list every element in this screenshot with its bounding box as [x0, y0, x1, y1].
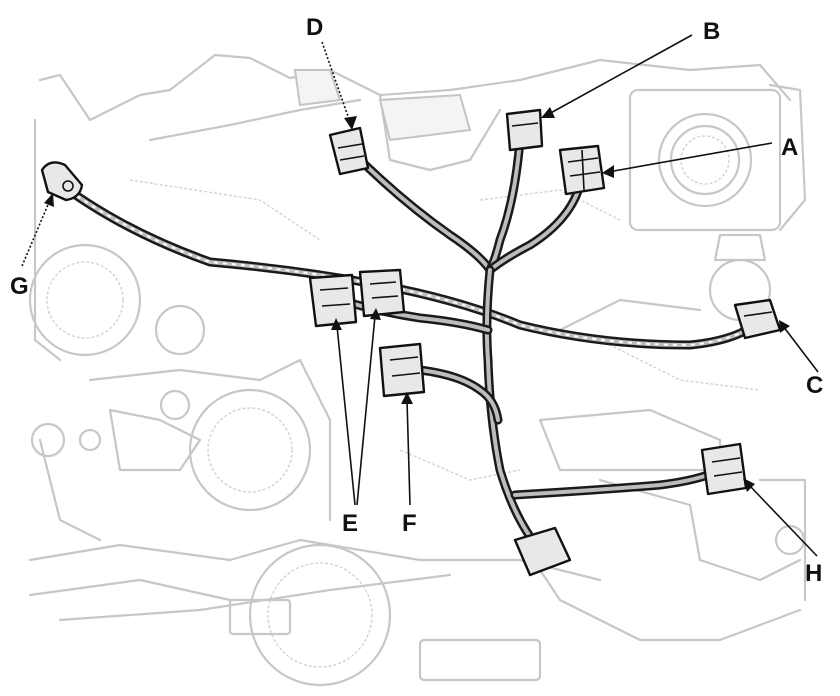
connector-h	[700, 442, 748, 496]
connector-a	[558, 144, 606, 196]
engine-background	[28, 53, 807, 687]
wiring-harness	[50, 135, 765, 577]
connector-b	[505, 108, 544, 152]
connector-d	[328, 126, 370, 176]
callout-c: C	[806, 372, 823, 399]
harness-clamp	[513, 526, 572, 577]
connector-g	[40, 161, 84, 202]
callout-e: E	[342, 510, 358, 537]
callout-f: F	[402, 510, 417, 537]
callout-h: H	[805, 560, 822, 587]
connector-f	[378, 342, 426, 398]
callout-g: G	[10, 273, 29, 300]
callout-d: D	[306, 14, 323, 41]
connectors	[40, 108, 782, 496]
callout-labels: D B A G C E F H	[10, 14, 823, 587]
callout-a: A	[781, 134, 798, 161]
callout-leaders	[21, 34, 819, 557]
connector-e	[308, 268, 406, 328]
callout-b: B	[703, 18, 720, 45]
